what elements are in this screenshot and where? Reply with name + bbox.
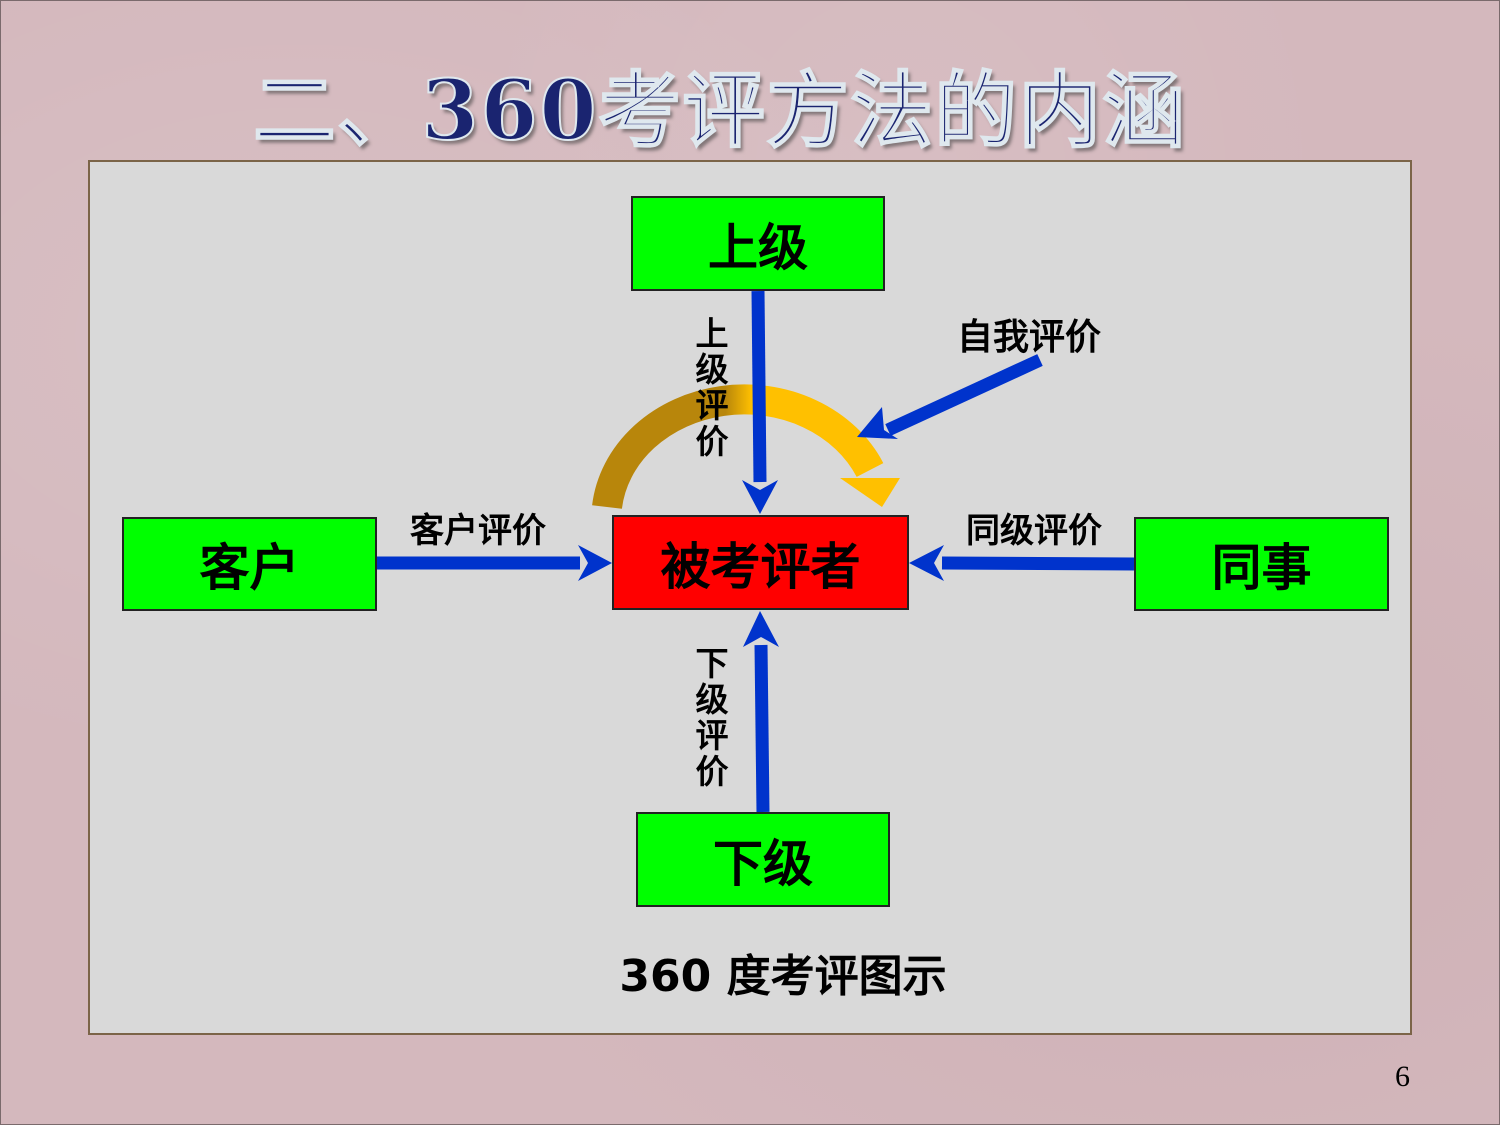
- node-evaluatee: 被考评者: [612, 515, 909, 610]
- node-customer-label: 客户: [199, 539, 300, 597]
- node-evaluatee-label: 被考评者: [660, 537, 861, 596]
- arrow-bottom-up: [743, 611, 779, 813]
- node-subordinate-label: 下级: [713, 834, 813, 893]
- diagram-caption: 360 度考评图示: [619, 951, 947, 1002]
- node-superior-label: 上级: [708, 218, 808, 277]
- edge-label-superior-evaluation: 上级评价: [695, 314, 729, 461]
- node-colleague: 同事: [1134, 517, 1389, 611]
- edge-label-self-evaluation: 自我评价: [957, 317, 1102, 358]
- node-colleague-label: 同事: [1211, 539, 1312, 597]
- node-customer: 客户: [122, 517, 377, 611]
- edge-label-subordinate-evaluation: 下级评价: [695, 644, 729, 791]
- arrow-self-evaluation: [857, 354, 1043, 439]
- node-superior: 上级: [631, 196, 885, 291]
- page-number: 6: [1395, 1060, 1410, 1093]
- arrow-right-left: [909, 545, 1135, 581]
- arrow-left-right: [377, 545, 612, 581]
- slide-title: 二、360考评方法的内涵: [252, 62, 1187, 160]
- arrow-top-down: [742, 290, 778, 514]
- edge-label-customer-evaluation: 客户评价: [410, 511, 546, 551]
- edge-label-peer-evaluation: 同级评价: [966, 511, 1102, 551]
- self-evaluation-arc: [592, 384, 900, 510]
- node-subordinate: 下级: [636, 812, 890, 907]
